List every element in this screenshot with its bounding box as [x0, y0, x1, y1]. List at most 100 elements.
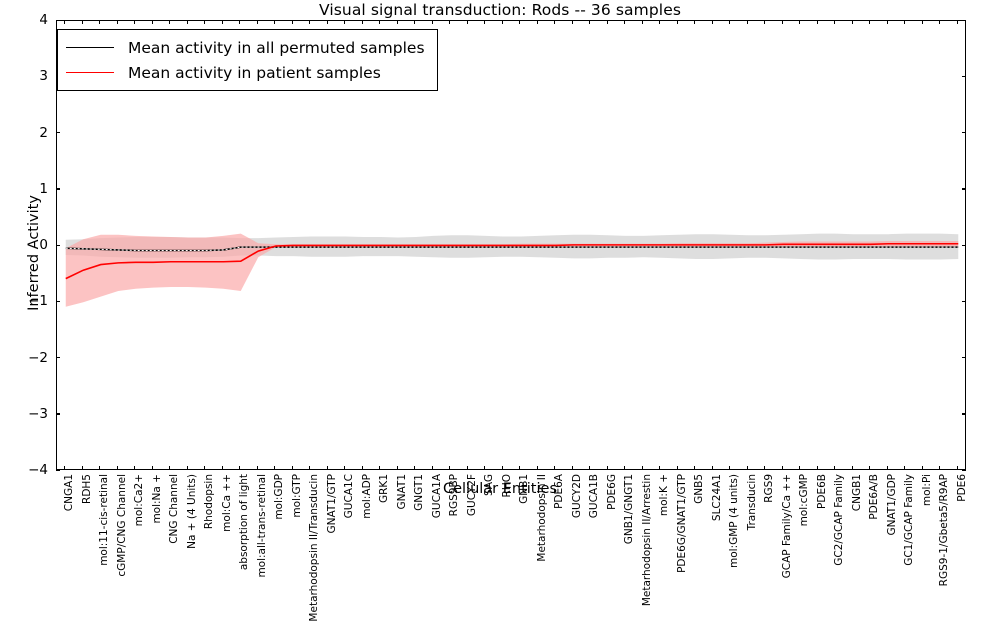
- x-tick-mark: [116, 20, 118, 24]
- x-tick-mark: [816, 20, 818, 24]
- plot-canvas: [57, 21, 965, 469]
- y-tick-label: −4: [28, 462, 48, 478]
- x-tick-mark: [239, 20, 241, 24]
- x-tick-mark: [344, 466, 346, 470]
- x-tick-mark: [81, 20, 83, 24]
- y-tick-mark: [962, 75, 966, 78]
- x-tick-mark: [624, 20, 626, 24]
- x-tick-mark: [641, 20, 643, 24]
- x-tick-mark: [921, 466, 923, 470]
- x-tick-mark: [641, 466, 643, 470]
- y-tick-mark: [56, 244, 60, 246]
- x-tick-mark: [869, 466, 871, 470]
- x-tick-mark: [326, 20, 328, 24]
- x-tick-mark: [834, 20, 836, 24]
- x-tick-mark: [204, 20, 206, 24]
- x-tick-mark: [99, 466, 101, 470]
- x-tick-mark: [554, 20, 556, 24]
- y-tick-mark: [56, 357, 60, 359]
- x-tick-mark: [904, 466, 906, 470]
- x-tick-mark: [239, 466, 241, 470]
- y-tick-mark: [962, 413, 966, 415]
- x-tick-mark: [414, 20, 416, 24]
- x-tick-mark: [659, 20, 661, 24]
- y-tick-label: −1: [28, 293, 48, 310]
- x-tick-mark: [501, 466, 503, 470]
- x-tick-mark: [414, 466, 416, 470]
- x-tick-mark: [519, 20, 521, 24]
- y-tick-label: −3: [28, 405, 48, 422]
- x-tick-mark: [799, 20, 801, 24]
- x-tick-mark: [256, 20, 258, 24]
- x-tick-mark: [659, 466, 661, 470]
- x-tick-mark: [834, 466, 836, 470]
- x-tick-mark: [781, 466, 783, 470]
- x-tick-mark: [536, 466, 538, 470]
- x-tick-mark: [186, 20, 188, 24]
- x-tick-mark: [921, 20, 923, 24]
- x-tick-mark: [116, 466, 118, 470]
- x-tick-mark: [396, 20, 398, 24]
- x-tick-mark: [99, 20, 101, 24]
- y-tick-label: −2: [28, 349, 48, 366]
- x-tick-mark: [501, 20, 503, 24]
- y-tick-mark: [56, 19, 60, 21]
- x-tick-mark: [484, 466, 486, 470]
- x-tick-mark: [169, 466, 171, 470]
- x-tick-mark: [431, 466, 433, 470]
- x-tick-mark: [274, 20, 276, 24]
- x-tick-mark: [81, 466, 83, 470]
- legend-line-swatch: [66, 47, 114, 48]
- x-tick-mark: [816, 466, 818, 470]
- x-tick-mark: [466, 466, 468, 470]
- legend-item: Mean activity in all permuted samples: [66, 35, 425, 60]
- y-tick-mark: [962, 19, 966, 21]
- x-tick-mark: [799, 466, 801, 470]
- x-tick-mark: [151, 466, 153, 470]
- x-tick-mark: [554, 466, 556, 470]
- x-tick-mark: [851, 20, 853, 24]
- x-tick-mark: [764, 466, 766, 470]
- x-tick-mark: [361, 466, 363, 470]
- x-tick-mark: [571, 466, 573, 470]
- x-tick-mark: [956, 20, 958, 24]
- x-tick-mark: [851, 466, 853, 470]
- x-tick-mark: [449, 466, 451, 470]
- x-tick-mark: [186, 466, 188, 470]
- x-tick-mark: [589, 20, 591, 24]
- x-tick-mark: [746, 20, 748, 24]
- x-tick-mark: [344, 20, 346, 24]
- x-tick-mark: [221, 466, 223, 470]
- x-tick-mark: [694, 466, 696, 470]
- legend-label: Mean activity in patient samples: [128, 63, 381, 82]
- x-axis-label: Cellular Entities: [442, 481, 558, 497]
- legend-label: Mean activity in all permuted samples: [128, 38, 425, 57]
- x-tick-mark: [151, 20, 153, 24]
- x-tick-mark: [484, 20, 486, 24]
- y-tick-label: 4: [39, 12, 48, 28]
- x-tick-mark: [291, 20, 293, 24]
- x-tick-mark: [939, 466, 941, 470]
- x-tick-mark: [711, 20, 713, 24]
- x-tick-mark: [746, 466, 748, 470]
- x-tick-mark: [676, 20, 678, 24]
- y-tick-mark: [962, 244, 966, 246]
- x-tick-mark: [379, 20, 381, 24]
- y-tick-mark: [56, 469, 60, 471]
- legend-item: Mean activity in patient samples: [66, 60, 425, 85]
- x-tick-mark: [764, 20, 766, 24]
- y-tick-label: 3: [39, 68, 48, 85]
- x-tick-mark: [64, 466, 66, 470]
- x-tick-mark: [519, 466, 521, 470]
- x-tick-mark: [729, 466, 731, 470]
- x-tick-mark: [781, 20, 783, 24]
- y-tick-label: 0: [39, 237, 48, 253]
- x-tick-mark: [869, 20, 871, 24]
- x-tick-mark: [939, 20, 941, 24]
- y-tick-label: 1: [39, 180, 48, 197]
- x-tick-mark: [904, 20, 906, 24]
- x-tick-mark: [274, 466, 276, 470]
- y-tick-mark: [962, 188, 966, 190]
